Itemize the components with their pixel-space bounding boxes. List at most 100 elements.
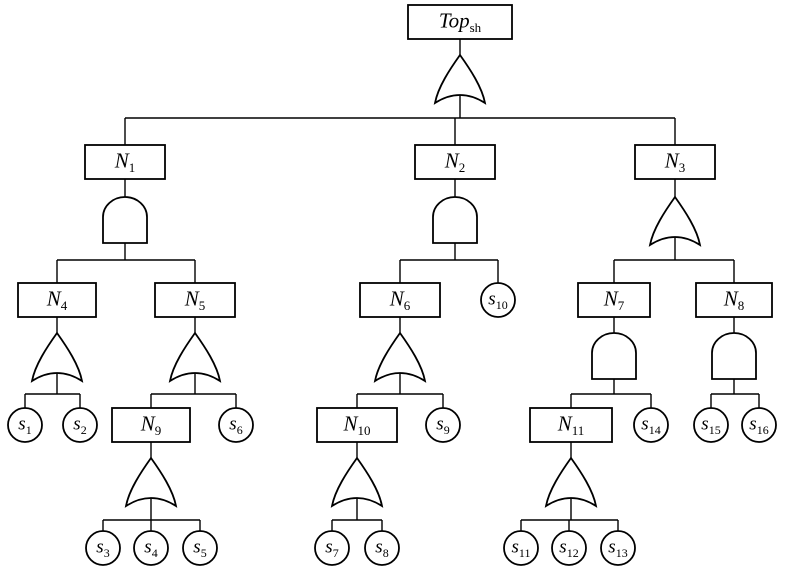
node-s8-label: s8 [375,536,389,560]
label-sub: 10 [357,423,371,439]
label-main: N [557,411,572,436]
node-s11-label: s11 [511,536,531,560]
node-N4-label: N4 [46,286,68,312]
node-top-label: Topsh [438,8,482,36]
node-N7-label: N7 [604,288,625,314]
label-sub: 6 [236,422,243,437]
and-gate-N7 [591,332,637,380]
label-sub: sh [469,20,482,36]
label-sub: 11 [571,423,585,439]
node-s1-circle [7,407,43,443]
node-top-box [407,4,513,40]
label-main: s [96,536,104,558]
label-sub: 15 [708,422,721,437]
node-N2-label: N2 [444,148,466,176]
or-gate-N11 [544,456,598,508]
label-sub: 7 [617,298,625,314]
label-main: s [375,536,383,558]
node-N11-label: N11 [557,411,585,439]
node-s9-label: s9 [436,413,449,436]
label-main: N [444,148,459,173]
label-main: s [608,536,616,558]
label-sub: 12 [566,545,579,560]
node-s5-circle [182,530,218,566]
label-sub: 16 [756,422,769,437]
node-s9-circle [425,407,461,443]
node-s4-circle [133,530,169,566]
label-sub: 2 [458,160,466,176]
node-s10-circle [480,282,516,318]
and-gate-N8 [711,332,757,380]
node-s13-circle [600,530,636,566]
node-s2-circle [62,407,98,443]
gates [30,53,757,508]
label-main: N [114,148,129,173]
connector-lines [24,39,760,531]
node-s7-label: s7 [325,538,339,560]
or-gate-N10 [330,456,384,508]
node-N6-label: N6 [389,286,411,314]
label-main: s [511,536,519,558]
label-sub: 2 [80,422,87,437]
node-s10-label: s10 [488,288,507,311]
node-N8-box [695,282,773,318]
label-main: s [488,288,496,310]
label-sub: 1 [128,160,136,176]
label-main: s [436,413,444,435]
and-gate-N2 [432,196,478,244]
node-N9-label: N9 [141,413,162,439]
node-s13-label: s13 [608,536,628,560]
label-main: N [343,411,358,436]
label-main: s [641,413,649,435]
label-main: s [18,413,26,435]
node-N5-box [154,282,236,318]
label-sub: 4 [151,545,158,560]
node-N5-label: N5 [185,288,206,312]
node-s4-label: s4 [144,536,158,560]
node-s2-label: s2 [73,413,87,437]
or-gate-N9 [124,456,178,508]
node-N11-box [529,407,613,443]
node-N1-label: N1 [114,148,136,176]
label-main: N [389,286,404,311]
node-N3-box [634,144,716,180]
node-N8-label: N8 [724,288,745,312]
node-s14-circle [633,407,669,443]
label-main: s [144,536,152,558]
node-s12-label: s12 [559,538,579,560]
label-main: s [701,413,709,435]
or-gate-N4 [30,331,84,383]
label-main: N [664,148,679,173]
node-N6-box [359,282,441,318]
label-main: Top [438,8,470,33]
label-sub: 13 [615,545,628,560]
basic-event-circles [7,282,777,566]
label-sub: 6 [403,298,411,314]
node-s15-circle [693,407,729,443]
or-gate-top [433,53,487,105]
node-N2-box [414,144,496,180]
node-s16-circle [741,407,777,443]
node-N10-box [316,407,398,443]
node-s11-circle [503,530,539,566]
label-main: s [193,536,201,558]
node-s6-circle [218,407,254,443]
label-sub: 3 [678,160,686,176]
or-gate-N6 [373,331,427,383]
label-sub: 8 [382,545,389,560]
label-sub: 11 [518,545,531,560]
label-main: N [46,286,61,311]
node-N3-label: N3 [664,148,686,176]
label-sub: 7 [332,545,339,560]
label-main: s [749,413,757,435]
node-N4-box [17,282,97,318]
node-s8-circle [364,530,400,566]
label-main: s [73,413,81,435]
node-s5-label: s5 [193,536,206,559]
node-s3-circle [85,530,121,566]
label-sub: 9 [154,423,162,439]
node-s6-label: s6 [229,415,243,437]
and-gate-N1 [102,196,148,244]
